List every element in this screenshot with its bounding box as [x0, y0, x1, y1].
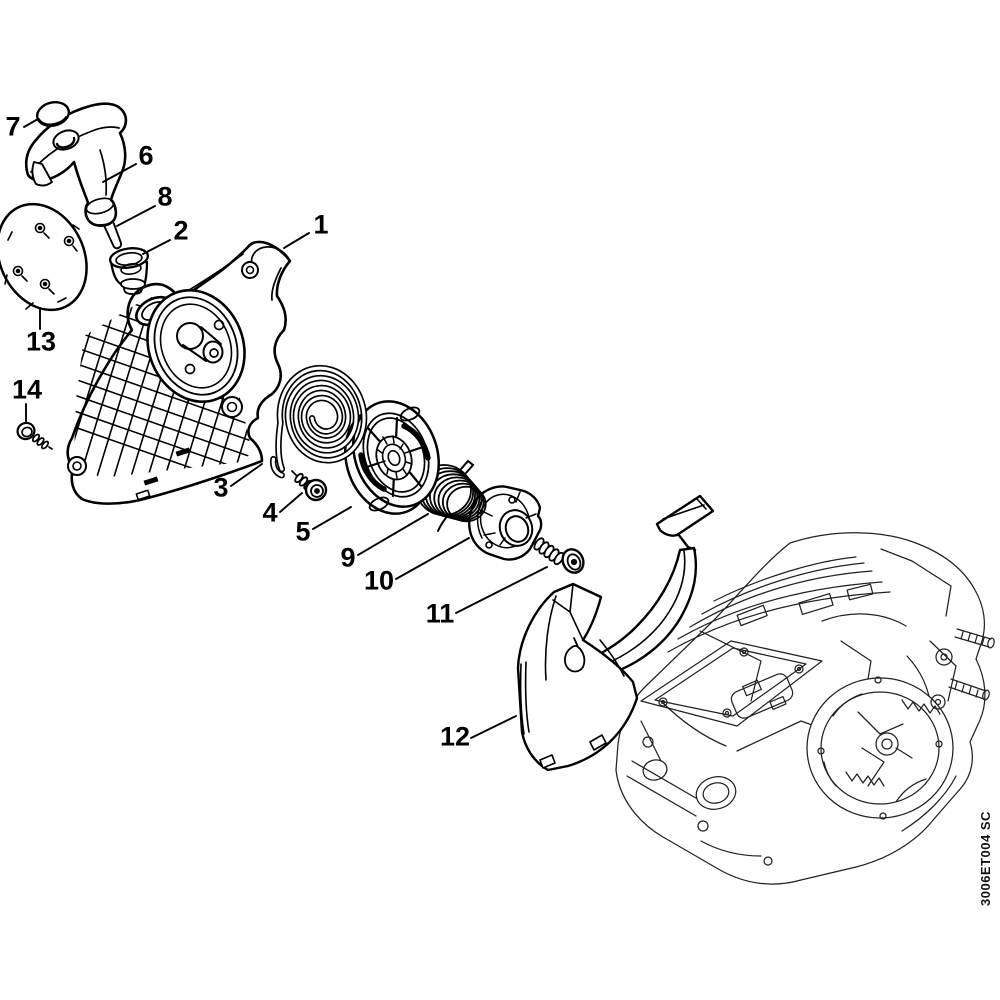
part-label-13: 13 — [25, 326, 57, 357]
diagram-code: 3006ET004 SC — [978, 811, 993, 906]
part-label-2: 2 — [173, 215, 189, 246]
rope-rotor-drawing — [344, 400, 440, 515]
part-label-12: 12 — [439, 721, 471, 752]
engine-block-drawing — [615, 532, 995, 885]
part-label-11: 11 — [425, 598, 455, 629]
screw-14-drawing — [16, 421, 53, 450]
part-label-8: 8 — [157, 181, 173, 212]
part-label-6: 6 — [138, 140, 154, 171]
starter-spring-drawing — [416, 459, 487, 532]
part-label-7: 7 — [5, 111, 21, 142]
fan-housing-drawing — [66, 240, 292, 505]
part-label-10: 10 — [363, 565, 395, 596]
starter-rope-drawing — [269, 364, 368, 479]
starter-grip-drawing — [24, 102, 128, 228]
part-label-4: 4 — [262, 497, 278, 528]
disc-plate-drawing — [0, 202, 88, 312]
part-label-14: 14 — [11, 374, 43, 405]
rope-bushing-drawing — [108, 247, 150, 295]
part-label-5: 5 — [295, 516, 311, 547]
shroud-drawing — [516, 494, 715, 772]
part-label-3: 3 — [213, 472, 229, 503]
part-label-9: 9 — [340, 542, 356, 573]
grip-cap-drawing — [36, 100, 70, 128]
part-label-1: 1 — [313, 209, 329, 240]
screw-4-drawing — [291, 470, 328, 502]
leader-lines — [23, 118, 548, 739]
screw-11-drawing — [531, 536, 585, 574]
